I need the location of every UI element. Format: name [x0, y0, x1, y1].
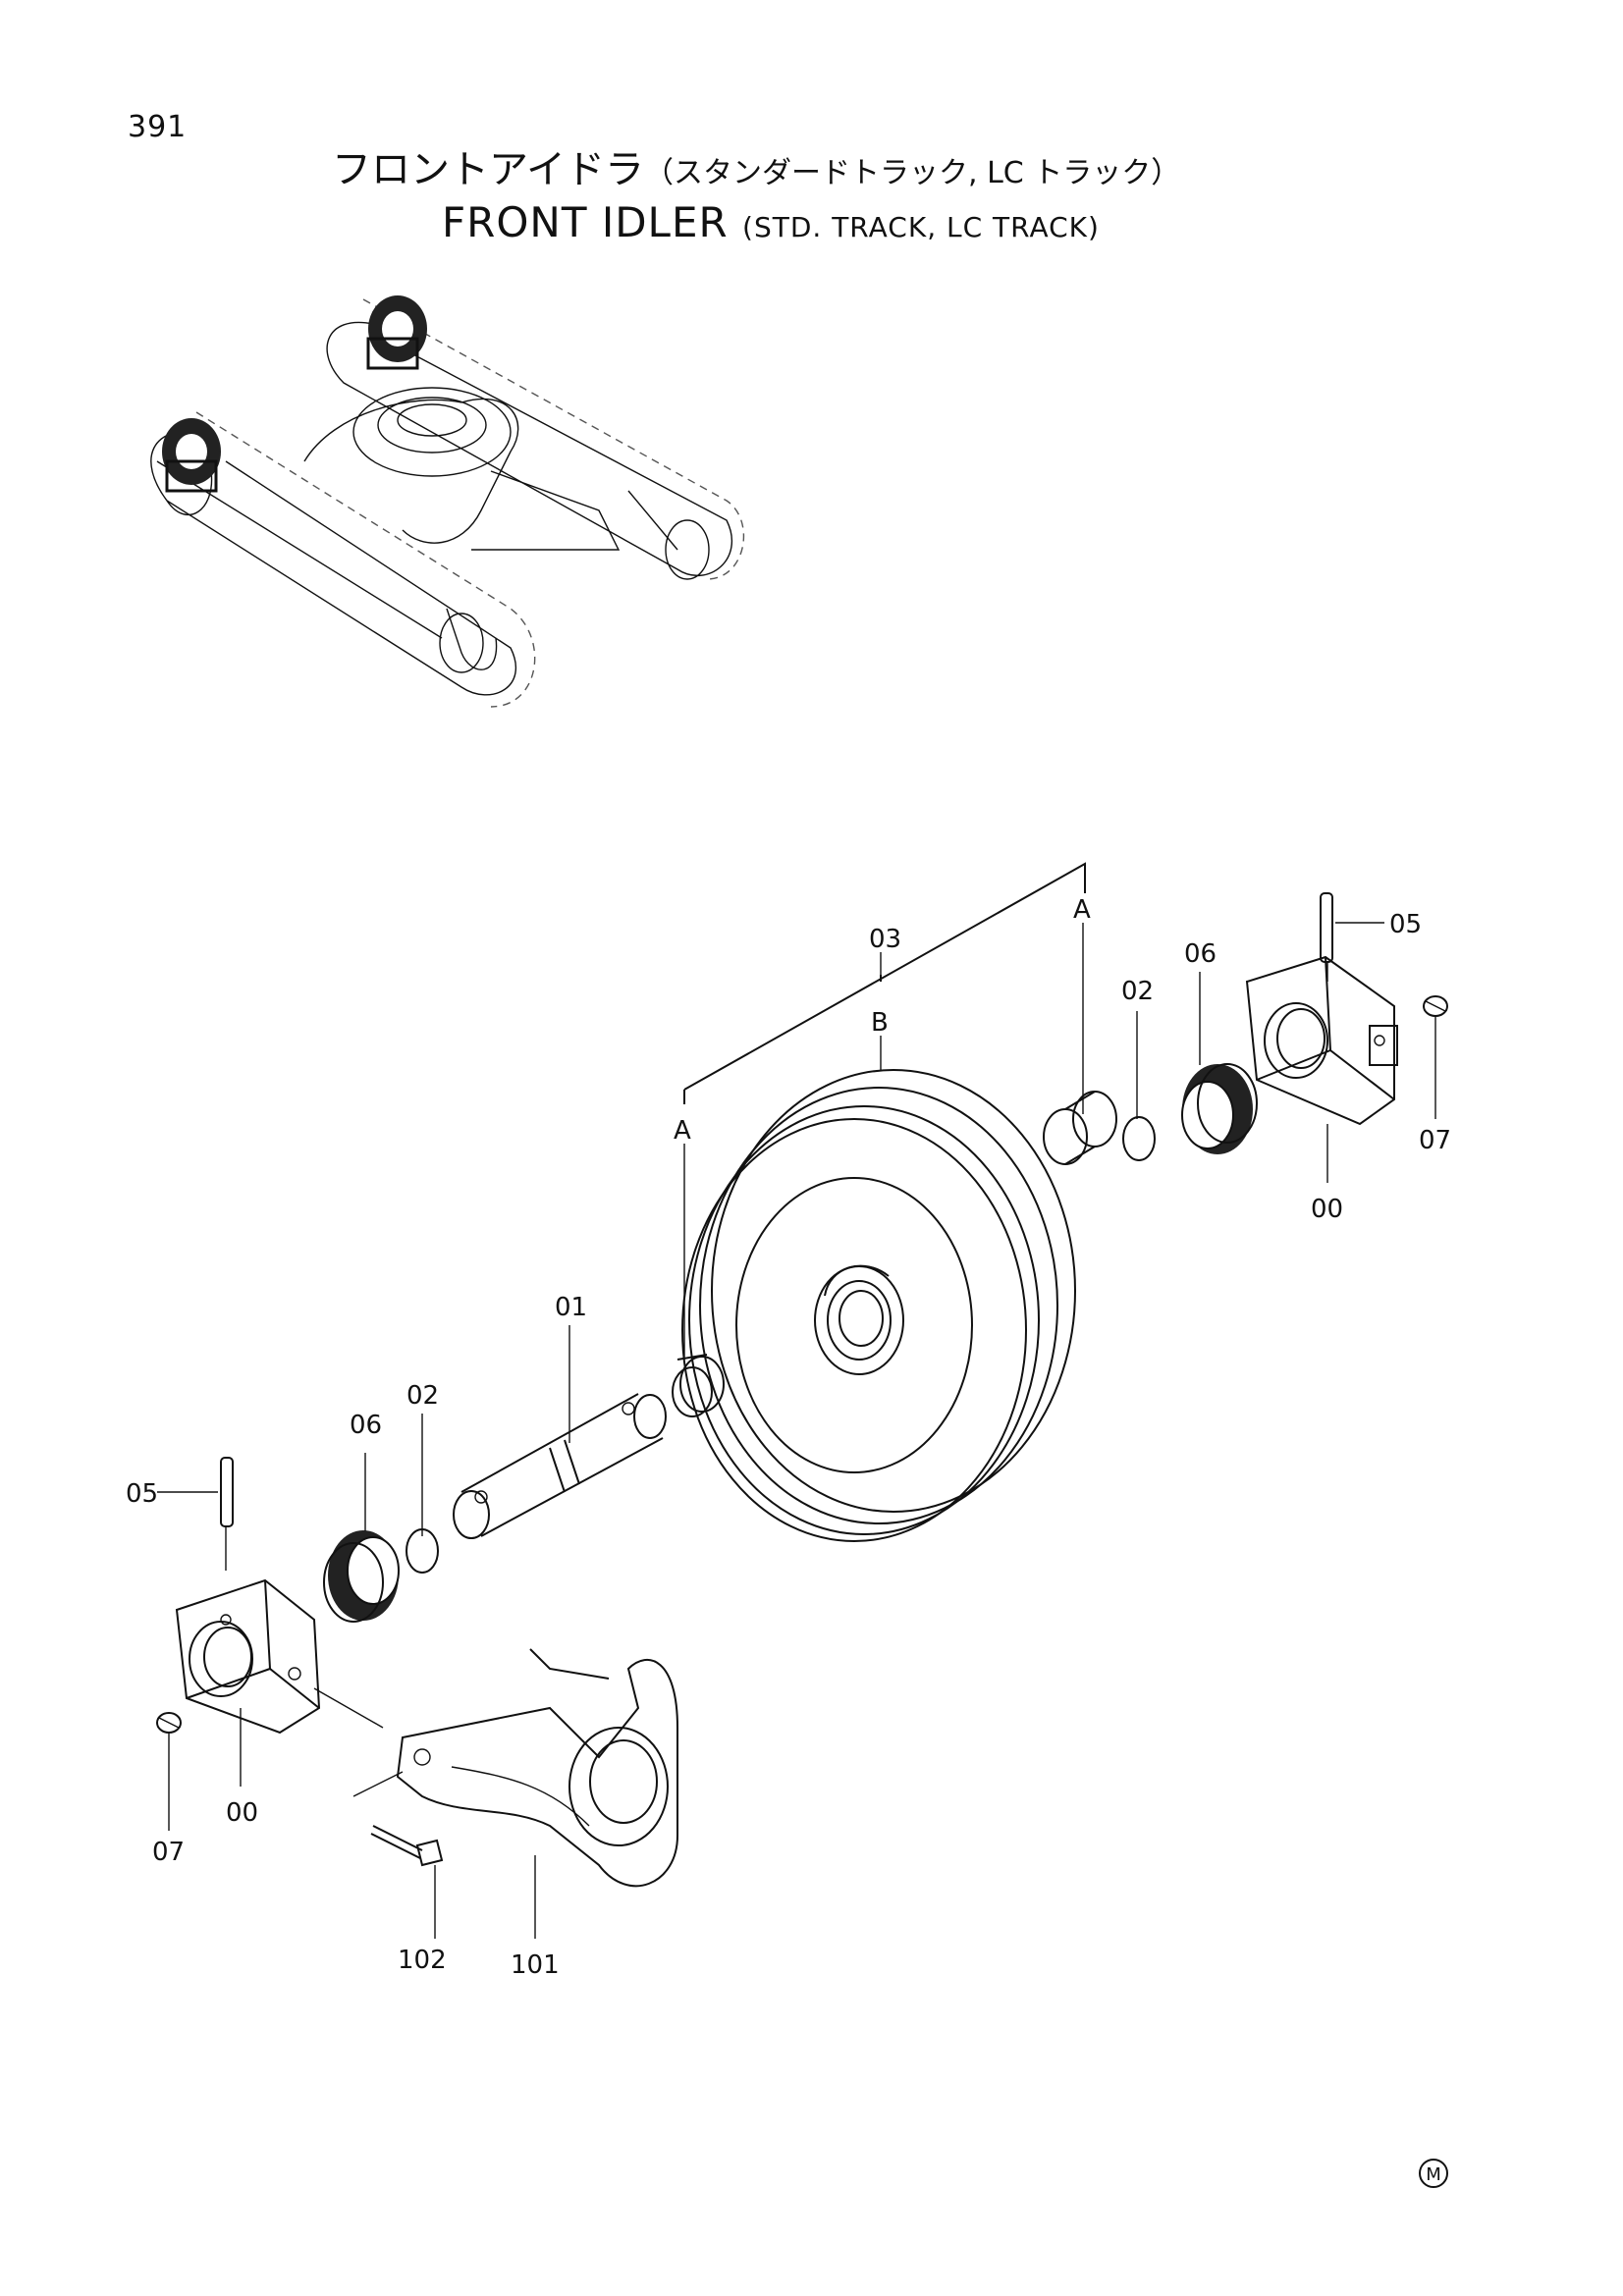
callout-00-left: 00: [226, 1798, 258, 1828]
idler-highlight-left: [162, 418, 221, 493]
callout-labels: 03 B A A 02 06 05 07 00 01 02 06 05 00 0…: [126, 895, 1451, 1980]
spring-pin-left: [220, 1457, 234, 1527]
idler-bracket: [396, 1648, 678, 1888]
title-english: FRONT IDLER (STD. TRACK, LC TRACK): [442, 198, 1100, 246]
callout-102: 102: [398, 1946, 447, 1975]
leader-lines: [157, 922, 1436, 1939]
callout-00-right: 00: [1311, 1195, 1343, 1224]
title-japanese-sub: （スタンダードトラック, LC トラック）: [644, 156, 1181, 190]
callout-06-right: 06: [1184, 939, 1217, 969]
callout-05-right: 05: [1389, 910, 1422, 939]
right-track-frame: [326, 298, 745, 580]
assembly-guides: [225, 962, 1328, 1797]
idler-highlight-right: [366, 295, 427, 370]
title-english-sub: (STD. TRACK, LC TRACK): [742, 211, 1100, 243]
callout-02-right: 02: [1121, 977, 1154, 1006]
ref-b: B: [871, 1008, 889, 1038]
reference-bracket: [683, 862, 1086, 1104]
callout-01: 01: [555, 1293, 587, 1322]
support-right: [1245, 955, 1398, 1126]
page-number: 391: [128, 110, 188, 144]
title-japanese: フロントアイドラ（スタンダードトラック, LC トラック）: [332, 137, 1180, 194]
callout-03: 03: [869, 925, 901, 954]
support-left: [175, 1578, 321, 1735]
o-ring-right: [1122, 1116, 1156, 1161]
plug-left: [156, 1712, 182, 1734]
callout-05-left: 05: [126, 1479, 158, 1509]
callout-02-left: 02: [406, 1381, 439, 1411]
callout-07-left: 07: [152, 1838, 185, 1867]
plug-right: [1423, 995, 1448, 1017]
undercarriage-overview: [150, 295, 745, 708]
callout-101: 101: [511, 1950, 560, 1980]
footer-mark: M: [1419, 2159, 1448, 2188]
collar-right: [1043, 1091, 1117, 1165]
callout-06-left: 06: [350, 1411, 382, 1440]
footer-mark-letter: M: [1426, 2164, 1441, 2185]
floating-seal-left: [323, 1530, 400, 1623]
title-english-main: FRONT IDLER: [442, 198, 729, 246]
spring-pin-right: [1320, 892, 1333, 963]
center-frame: [303, 387, 621, 551]
collar-left: [672, 1354, 725, 1417]
idler-wheel: [681, 1069, 1076, 1542]
callout-07-right: 07: [1419, 1126, 1451, 1155]
floating-seal-right: [1181, 1063, 1258, 1154]
ref-a-right: A: [1073, 895, 1091, 925]
title-japanese-main: フロントアイドラ: [332, 147, 644, 192]
ref-a-left: A: [674, 1116, 691, 1146]
bolt: [370, 1825, 444, 1867]
idler-shaft: [453, 1393, 667, 1539]
